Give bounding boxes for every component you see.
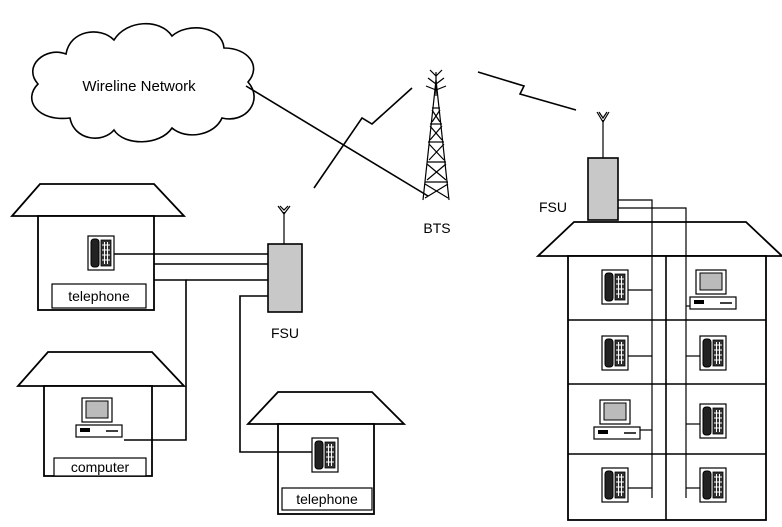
house-telephone-2: telephone (245, 391, 407, 515)
house3-label: telephone (296, 491, 358, 507)
cloud-bts-link (245, 85, 429, 197)
telephone-icon (601, 269, 629, 305)
fsu-left: FSU (267, 205, 303, 341)
lightning-icon (477, 71, 577, 111)
house1-label: telephone (68, 288, 130, 304)
house-telephone-1: telephone (10, 183, 187, 311)
house-icon (16, 351, 187, 387)
left-wiring (114, 253, 312, 453)
bts-tower: BTS (422, 69, 451, 236)
fsu-box (587, 157, 619, 221)
tower-icon (422, 69, 450, 201)
telephone-icon (87, 235, 115, 271)
house-computer: computer (16, 351, 187, 477)
cloud-label: Wireline Network (82, 78, 196, 95)
telephone-icon (311, 437, 339, 473)
house-icon (245, 391, 407, 425)
telephone-icon (699, 403, 727, 439)
fsu-right-label: FSU (539, 199, 567, 215)
house-icon (10, 183, 187, 217)
bts-label: BTS (423, 220, 450, 236)
fsu-box (267, 243, 303, 313)
telephone-icon (699, 467, 727, 503)
building-icon (535, 221, 782, 257)
wireline-network-cloud: Wireline Network (31, 22, 255, 143)
cloud-icon (31, 22, 255, 143)
telephone-icon (601, 467, 629, 503)
telephone-icon (699, 335, 727, 371)
fsu-left-label: FSU (271, 325, 299, 341)
telephone-icon (601, 335, 629, 371)
house2-label: computer (71, 459, 130, 475)
lightning-icon (313, 87, 413, 189)
apartment-building: FSU (535, 111, 782, 521)
